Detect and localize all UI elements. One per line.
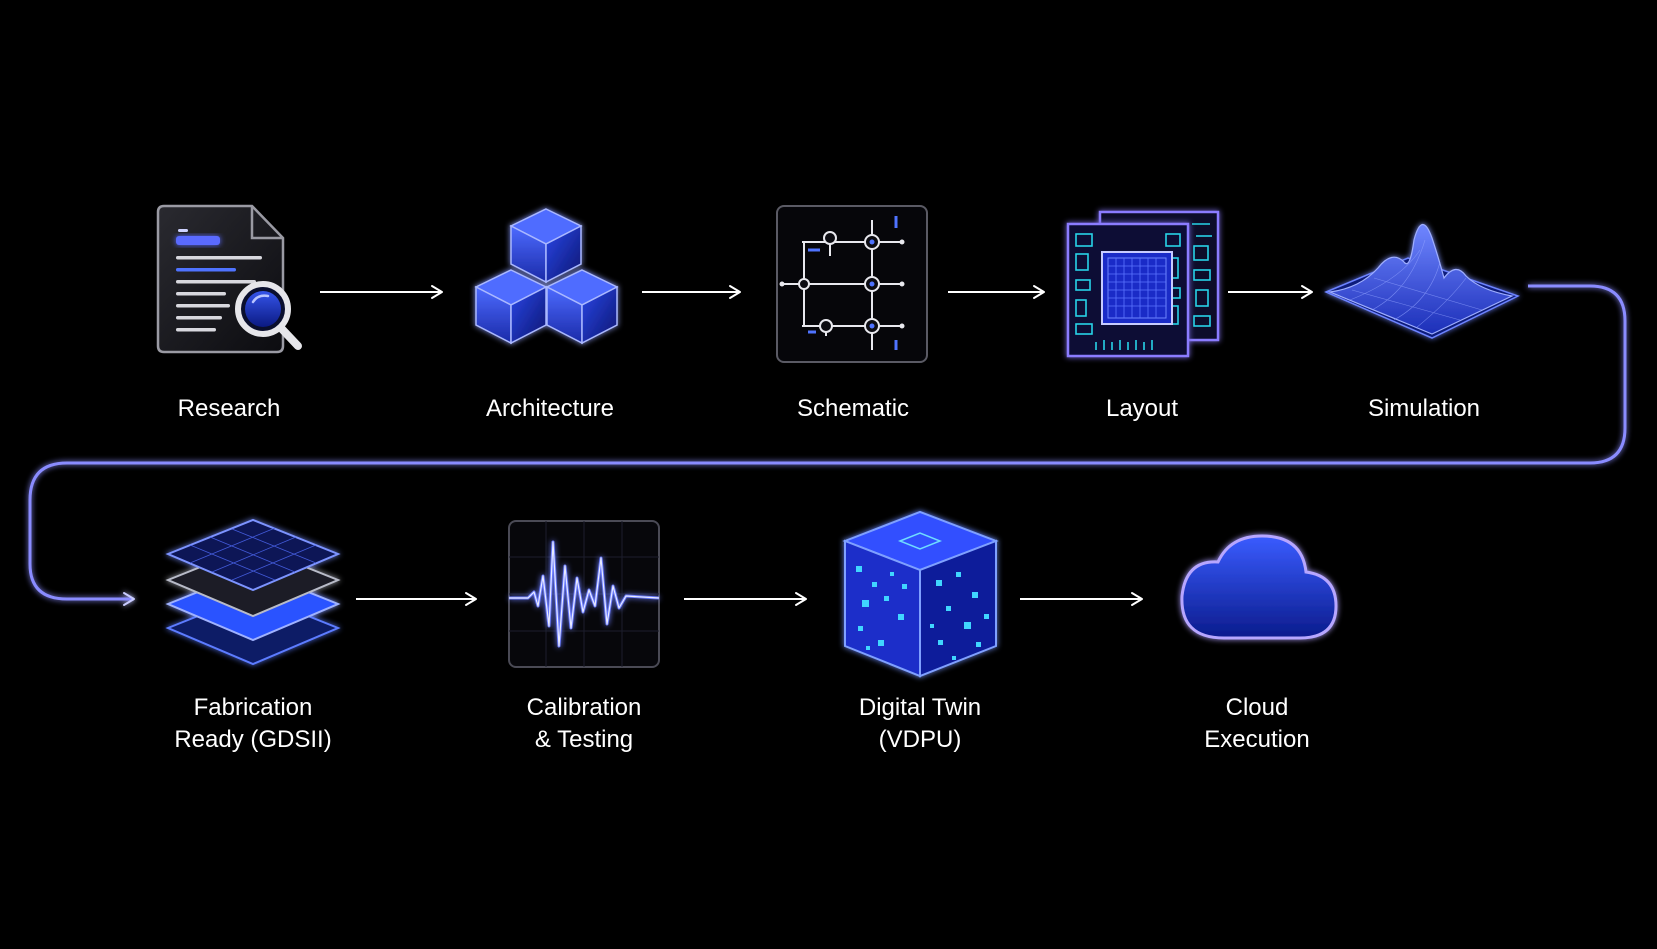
step-label-line: Fabrication xyxy=(193,694,313,721)
step-label-line: Research xyxy=(177,395,281,422)
step-label-simulation: Simulation xyxy=(1368,393,1480,425)
waveform-icon xyxy=(508,520,660,668)
step-label-digital-twin: Digital Twin (VDPU) xyxy=(859,692,981,756)
step-label-calibration: Calibration & Testing xyxy=(527,692,642,756)
step-label-schematic: Schematic xyxy=(797,393,909,425)
glowing-cube-icon xyxy=(842,510,999,678)
step-label-fabrication: Fabrication Ready (GDSII) xyxy=(174,692,331,756)
step-label-line: Execution xyxy=(1204,726,1310,753)
layer-stack-icon xyxy=(165,518,341,666)
cubes-icon xyxy=(474,208,619,345)
step-label-line: Ready (GDSII) xyxy=(174,726,332,753)
cloud-icon xyxy=(1180,534,1338,640)
wrap-connector xyxy=(28,284,1627,606)
step-label-line: Cloud xyxy=(1225,694,1289,721)
step-label-line: Layout xyxy=(1105,395,1179,422)
document-search-icon xyxy=(156,204,302,354)
surface-plot-icon xyxy=(1324,223,1520,339)
step-label-layout: Layout xyxy=(1106,393,1178,425)
step-label-architecture: Architecture xyxy=(486,393,614,425)
step-label-line: (VDPU) xyxy=(878,726,962,753)
step-label-line: Calibration xyxy=(526,694,642,721)
circuit-schematic-icon xyxy=(776,205,928,363)
step-label-line: Architecture xyxy=(485,395,615,422)
step-label-line: Schematic xyxy=(796,395,910,422)
chip-layout-icon xyxy=(1066,210,1220,358)
step-label-line: & Testing xyxy=(534,726,634,753)
step-label-cloud: Cloud Execution xyxy=(1204,692,1309,756)
step-label-line: Digital Twin xyxy=(858,694,982,721)
step-label-research: Research xyxy=(178,393,281,425)
step-label-line: Simulation xyxy=(1367,395,1481,422)
